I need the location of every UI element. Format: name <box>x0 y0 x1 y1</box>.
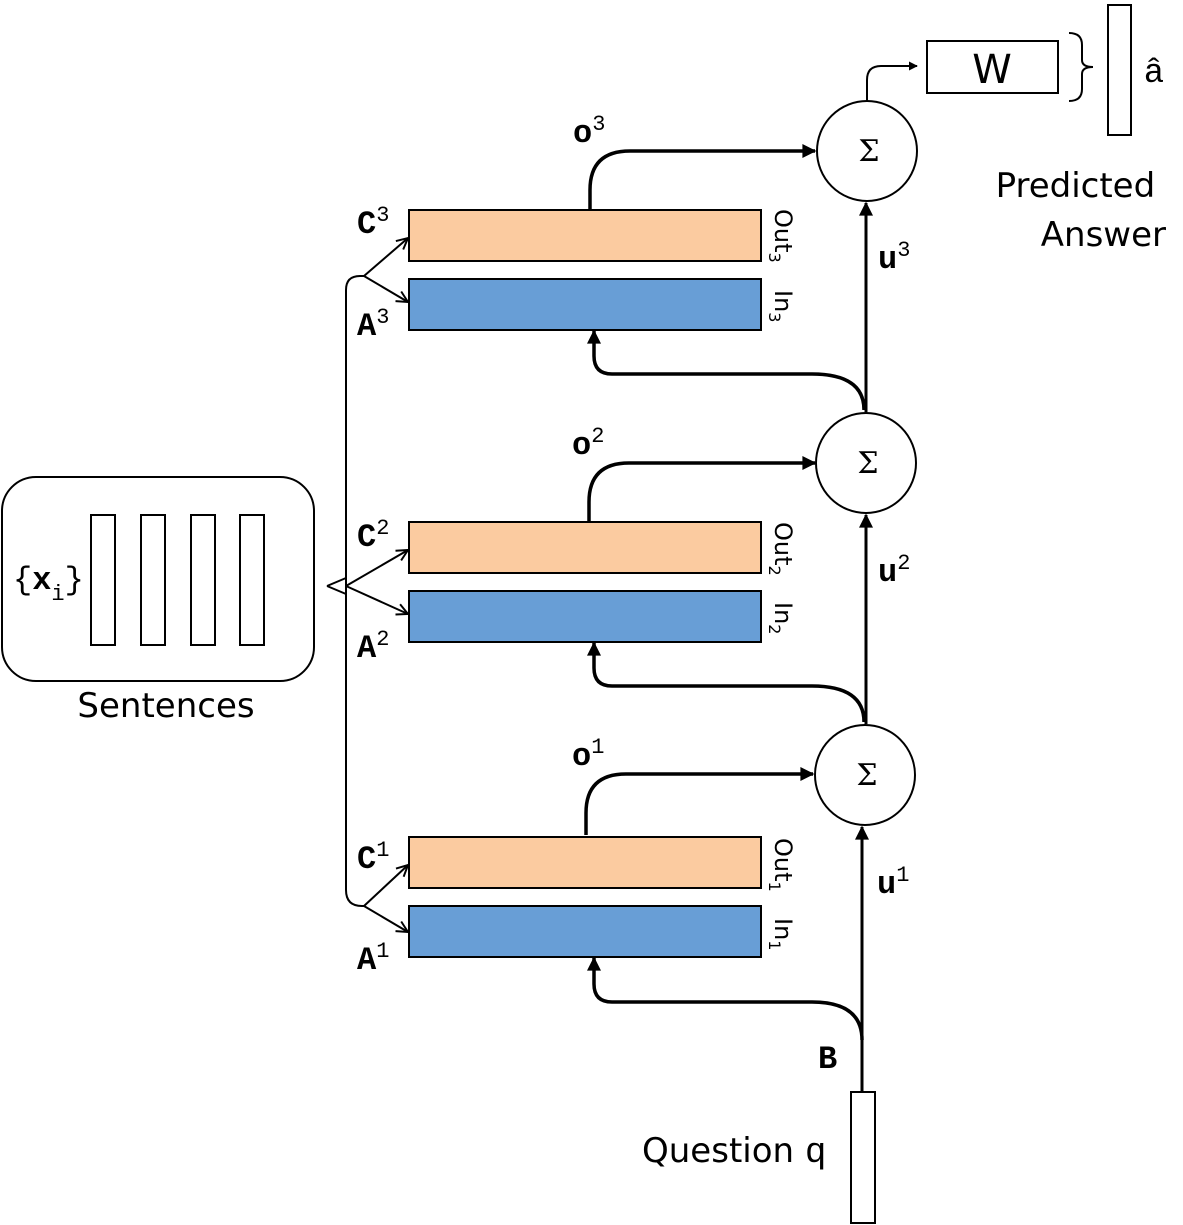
o2-label: o2 <box>572 424 604 464</box>
memory-in-2 <box>408 590 762 643</box>
question-vector <box>850 1091 876 1224</box>
o3-arrow <box>588 144 817 210</box>
question-input: B Question q <box>642 1041 876 1224</box>
in3-label: In3 <box>765 290 797 322</box>
c3-label: C3 <box>357 203 389 243</box>
arrow-to-A3 <box>363 275 408 302</box>
memory-out-1 <box>408 836 762 889</box>
o1-arrow <box>584 767 815 835</box>
sentences-set-label: {xi} <box>13 562 84 607</box>
arrow-to-A1 <box>363 905 408 932</box>
arrow-to-C1 <box>363 865 408 907</box>
weight-label: W <box>972 47 1012 93</box>
question-to-in1-arrow <box>587 956 864 1041</box>
b-label: B <box>818 1041 837 1078</box>
o1-label: o1 <box>572 735 604 775</box>
u1-to-in2-arrow <box>587 641 866 723</box>
sentence-vector-2 <box>140 514 166 646</box>
o3-label: o3 <box>573 112 605 152</box>
u1-label: u1 <box>877 863 909 903</box>
question-caption: Question q <box>642 1131 827 1173</box>
arrow-to-A2 <box>345 585 408 614</box>
out1-label: Out1 <box>765 838 797 892</box>
memory-out-2 <box>408 521 762 574</box>
sentences-caption: Sentences <box>77 686 254 726</box>
u2-label: u2 <box>878 551 910 591</box>
sum-node-2 <box>815 412 917 514</box>
hop-3: C3 A3 Out3 In3 o3 Σ u3 <box>357 100 918 412</box>
sentence-vector-3 <box>190 514 216 646</box>
predicted-answer-caption: Predicted Answer <box>996 166 1166 255</box>
sum3-to-w-arrow <box>866 61 918 101</box>
out3-label: Out3 <box>765 209 797 263</box>
sentence-vector-1 <box>90 514 116 646</box>
c1-label: C1 <box>357 838 389 878</box>
arrow-to-C3 <box>363 238 408 277</box>
out2-label: Out2 <box>765 522 797 576</box>
sentence-vector-4 <box>239 514 265 646</box>
hop-1: C1 A1 Out1 In1 o1 Σ u1 <box>357 724 916 1092</box>
sum-symbol-1: Σ <box>856 758 877 793</box>
a1-label: A1 <box>357 939 389 979</box>
sentence-distribution-lines <box>326 238 408 932</box>
a2-label: A2 <box>357 627 389 667</box>
sum-symbol-3: Σ <box>858 134 879 169</box>
output-section: W â Predicted Answer <box>866 4 1166 255</box>
brace <box>1068 32 1094 102</box>
c2-label: C2 <box>357 516 389 556</box>
sum-symbol-2: Σ <box>857 446 878 481</box>
memory-in-1 <box>408 905 762 958</box>
hop-2: C2 A2 Out2 In2 o2 Σ u2 <box>357 412 917 724</box>
arrow-to-C2 <box>345 550 408 587</box>
memory-in-3 <box>408 278 762 331</box>
in1-label: In1 <box>765 918 797 950</box>
memory-out-3 <box>408 209 762 262</box>
o2-arrow <box>587 456 817 522</box>
sentences-panel: {xi} Sentences <box>1 476 315 726</box>
answer-vector <box>1107 4 1132 136</box>
sum-node-1 <box>814 724 916 826</box>
u3-label: u3 <box>878 238 910 278</box>
a3-label: A3 <box>357 305 389 345</box>
weight-box <box>926 40 1059 94</box>
u2-to-in3-arrow <box>587 329 866 411</box>
answer-symbol: â <box>1144 55 1164 93</box>
in2-label: In2 <box>765 602 797 634</box>
